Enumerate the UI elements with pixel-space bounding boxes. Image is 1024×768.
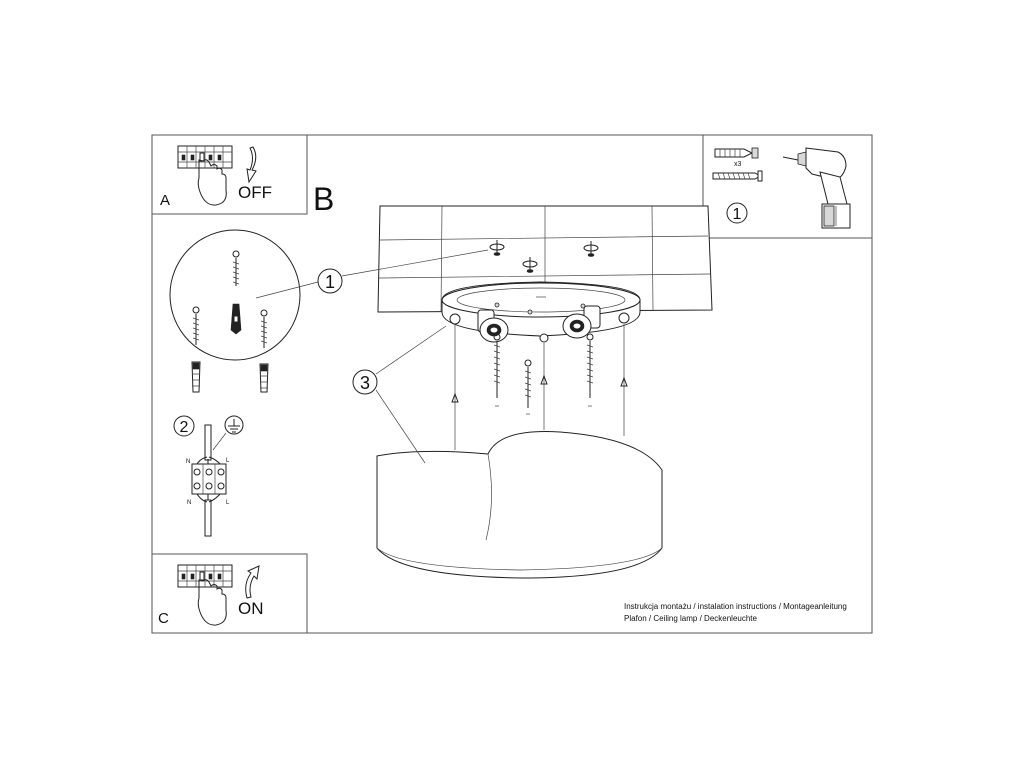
lamp-shade [376, 431, 663, 579]
svg-text:1: 1 [733, 206, 742, 223]
svg-text:1: 1 [325, 272, 335, 292]
wiring-diagram: 2 N L N L [173, 415, 244, 537]
mounting-plate [441, 281, 641, 337]
lamp-socket-left [477, 309, 509, 343]
screw-icon [586, 333, 594, 407]
tools-panel: x3 1 [702, 134, 873, 239]
ground-icon [212, 415, 244, 451]
plate-screws [449, 312, 630, 450]
panel-c-state: ON [238, 599, 264, 618]
wire-label-live: L [226, 458, 230, 464]
screw-icon [260, 309, 268, 348]
screw-icon [493, 333, 501, 407]
svg-text:2: 2 [180, 419, 189, 436]
wire-label-neutral: N [186, 459, 190, 465]
breaker-box-icon [177, 145, 233, 169]
hand-icon [197, 159, 227, 206]
wall-plug-icon [714, 147, 759, 159]
callout-2: 2 [173, 415, 195, 437]
panel-a-letter: A [160, 192, 170, 209]
callout-1: 1 [255, 249, 489, 299]
drill-icon [782, 147, 851, 229]
panel-b-letter: B [313, 181, 334, 217]
callout-3: 3 [352, 325, 447, 464]
arrow-up-icon [245, 565, 260, 599]
footer-line-1: Instrukcja montażu / instalation instruc… [624, 602, 847, 611]
wire-label-neutral: N [187, 500, 191, 506]
arrow-down-icon [246, 146, 257, 184]
plug-count: x3 [734, 161, 742, 168]
screw-icon [192, 306, 200, 345]
panel-a-state: OFF [238, 183, 272, 202]
svg-text:3: 3 [360, 373, 370, 393]
fixing-screws [493, 333, 594, 415]
tools-callout: 1 [726, 202, 748, 224]
breaker-box-icon [177, 564, 233, 588]
wall-plug-icon [191, 361, 201, 393]
ceiling-anchor-points [489, 240, 599, 273]
screw-icon [712, 170, 763, 182]
panel-c: C ON [151, 553, 308, 634]
wall-plug-icon [259, 363, 269, 393]
sheet-frame [151, 134, 873, 634]
hand-icon [197, 579, 227, 626]
footer-line-2: Plafon / Ceiling lamp / Deckenleuchte [624, 614, 758, 623]
screw-icon [524, 359, 532, 415]
panel-a: A OFF [151, 134, 308, 215]
wall-plug-icon [230, 303, 242, 335]
screw-detail [169, 229, 301, 361]
terminal-block-icon [191, 463, 227, 495]
wire-label-live: L [226, 500, 230, 506]
screw-icon [232, 250, 240, 286]
lamp-socket-right [562, 305, 601, 339]
panel-c-letter: C [158, 610, 169, 627]
